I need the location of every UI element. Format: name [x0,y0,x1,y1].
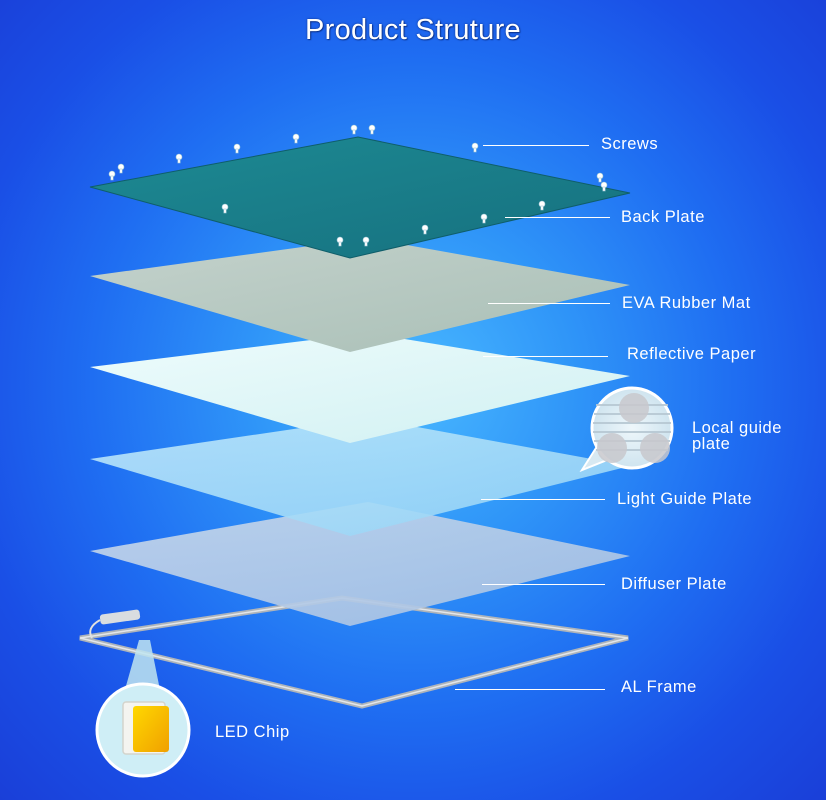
back-plate-leader [505,217,610,218]
light-guide-plate-leader [481,499,605,500]
screws-group [108,124,608,247]
label-al-frame: AL Frame [621,678,697,696]
screw-icon [471,142,479,153]
screw-icon [108,170,116,181]
diffuser-plate [90,502,630,626]
screw-icon [350,124,358,135]
screw-icon [538,200,546,211]
label-eva-rubber-mat: EVA Rubber Mat [622,294,751,312]
diffuser-plate-leader [482,584,605,585]
eva-mat-leader [488,303,610,304]
screw-icon [596,172,604,183]
label-light-guide-plate: Light Guide Plate [617,490,753,508]
back-plate [89,136,631,259]
connector-icon [99,609,141,625]
label-reflective-paper: Reflective Paper [627,345,757,363]
label-local-guide-plate-2: plate [692,435,731,453]
label-local-guide-plate-1: Local guide [692,419,782,437]
screw-icon [233,143,241,154]
screw-icon [600,181,608,192]
label-screws: Screws [601,135,659,153]
led-chip-bubble [95,640,191,778]
reflective-paper-leader [483,356,608,357]
al-frame [79,595,629,709]
screws-leader [483,145,589,146]
screw-icon [117,163,125,174]
label-diffuser-plate: Diffuser Plate [621,575,727,593]
light-guide-plate [90,418,630,536]
screw-icon [221,203,229,214]
screw-icon [368,124,376,135]
page-title: Product Struture [305,14,521,46]
label-back-plate: Back Plate [621,208,705,226]
screw-icon [292,133,300,144]
label-led-chip: LED Chip [215,723,290,741]
al-frame-leader [455,689,605,690]
screw-icon [362,236,370,247]
screw-icon [175,153,183,164]
local-guide-plate-bubble [579,386,674,473]
screw-icon [421,224,429,235]
screw-icon [480,213,488,224]
reflective-paper [90,333,630,443]
screw-icon [336,236,344,247]
eva-rubber-mat [90,238,630,352]
